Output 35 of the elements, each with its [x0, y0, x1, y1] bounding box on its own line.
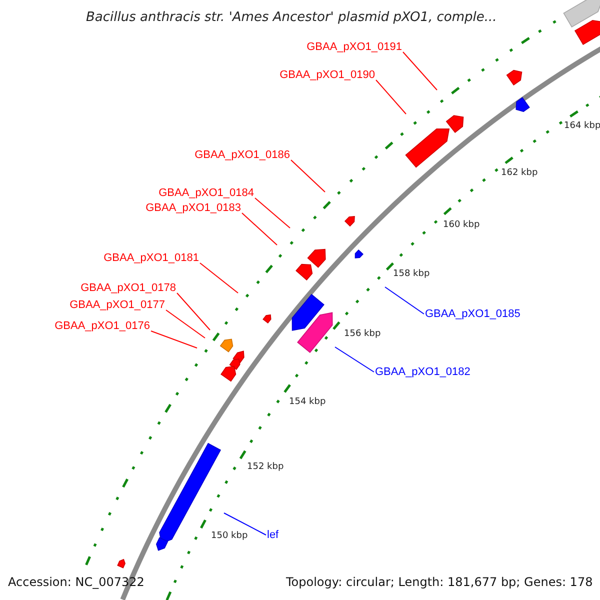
- leader-line: [224, 512, 266, 536]
- gene-label: GBAA_pXO1_0191: [306, 41, 402, 54]
- leader-line: [176, 292, 210, 330]
- leader-line: [334, 346, 374, 372]
- leader-line: [166, 310, 206, 338]
- leader-line: [242, 212, 278, 246]
- leader-line: [376, 80, 406, 114]
- gene-label: GBAA_pXO1_0186: [194, 149, 290, 162]
- map-title: Bacillus anthracis str. 'Ames Ancestor' plasmid pXO1, comple...: [86, 10, 497, 25]
- leader-line: [150, 330, 198, 348]
- scale-label: 158 kbp: [393, 269, 430, 279]
- gene-label: GBAA_pXO1_0182: [375, 366, 470, 379]
- leader-line: [384, 286, 424, 314]
- scale-label: 164 kbp: [564, 121, 600, 131]
- scale-label: 152 kbp: [247, 462, 284, 472]
- gene-label: GBAA_pXO1_0176: [54, 320, 150, 333]
- leader-line: [254, 198, 290, 228]
- gene-label: GBAA_pXO1_0178: [80, 282, 176, 295]
- leader-line: [290, 160, 326, 192]
- scale-label: 162 kbp: [501, 168, 538, 178]
- leader-line: [200, 262, 238, 294]
- gene-label: GBAA_pXO1_0183: [146, 202, 241, 215]
- scale-label: 154 kbp: [289, 397, 326, 407]
- gene-label: GBAA_pXO1_0190: [280, 69, 375, 82]
- info-text: Accession: NC_007322: [8, 575, 144, 589]
- gene-label: lef: [267, 529, 279, 542]
- gene-label: GBAA_pXO1_0177: [70, 299, 165, 312]
- scale-label: 156 kbp: [344, 329, 381, 339]
- gene-label: GBAA_pXO1_0181: [104, 252, 199, 265]
- info-text: Topology: circular; Length: 181,677 bp; Genes: 178: [286, 575, 593, 589]
- scale-label: 160 kbp: [443, 220, 480, 230]
- leader-line: [402, 52, 438, 90]
- gene-label: GBAA_pXO1_0184: [158, 187, 254, 200]
- gene-label: GBAA_pXO1_0185: [425, 308, 520, 321]
- scale-label: 150 kbp: [211, 531, 248, 541]
